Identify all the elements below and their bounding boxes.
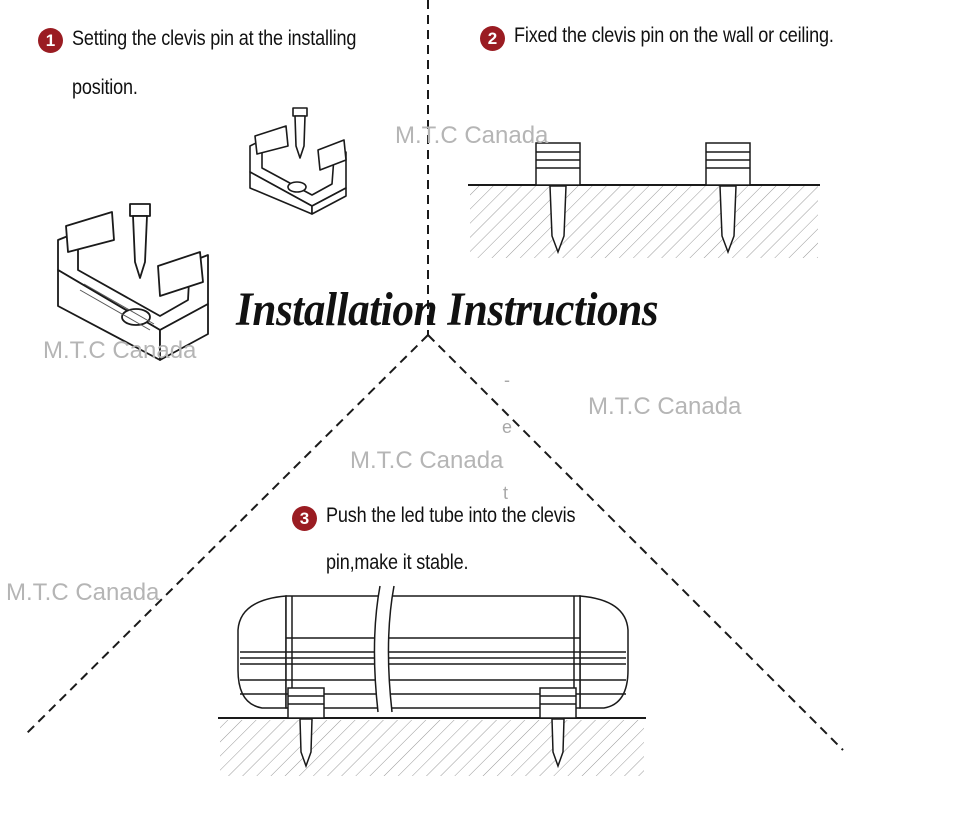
step-1-text-line1: Setting the clevis pin at the installing — [72, 27, 357, 50]
step-3-text-line1: Push the led tube into the clevis — [326, 504, 576, 527]
step-3-number-badge: 3 — [292, 506, 317, 531]
step-1-number-badge: 1 — [38, 28, 63, 53]
step-3-text-line2: pin,make it stable. — [326, 551, 469, 574]
step-1-text-line2: position. — [72, 76, 138, 99]
wall-with-fixed-pins — [468, 142, 820, 258]
step-2-text-line1: Fixed the clevis pin on the wall or ceil… — [514, 24, 834, 47]
stray-fragment: e — [502, 417, 513, 437]
watermark-center: M.T.C Canada — [350, 447, 504, 474]
watermark-right: M.T.C Canada — [588, 393, 742, 420]
fixed-pin-right — [705, 142, 751, 255]
clevis-pin-bracket-large — [57, 203, 209, 361]
page-title: Installation Instructions — [236, 283, 659, 336]
left-diagonal-divider — [23, 334, 429, 737]
tube-pin-right — [539, 687, 577, 769]
tube-break-mark — [373, 585, 395, 713]
right-diagonal-divider — [427, 334, 844, 751]
step-2-number-badge: 2 — [480, 26, 505, 51]
led-tube-assembly — [218, 585, 646, 776]
clevis-pin-bracket-small — [249, 107, 347, 215]
watermark-top: M.T.C Canada — [395, 122, 549, 149]
stray-fragment: t — [503, 483, 509, 503]
watermark-lower-left: M.T.C Canada — [6, 579, 160, 606]
fixed-pin-left — [535, 142, 581, 255]
dashed-dividers — [23, 0, 844, 751]
stray-fragment: - — [504, 370, 510, 390]
tube-pin-left — [287, 687, 325, 769]
watermark-left: M.T.C Canada — [43, 337, 197, 364]
